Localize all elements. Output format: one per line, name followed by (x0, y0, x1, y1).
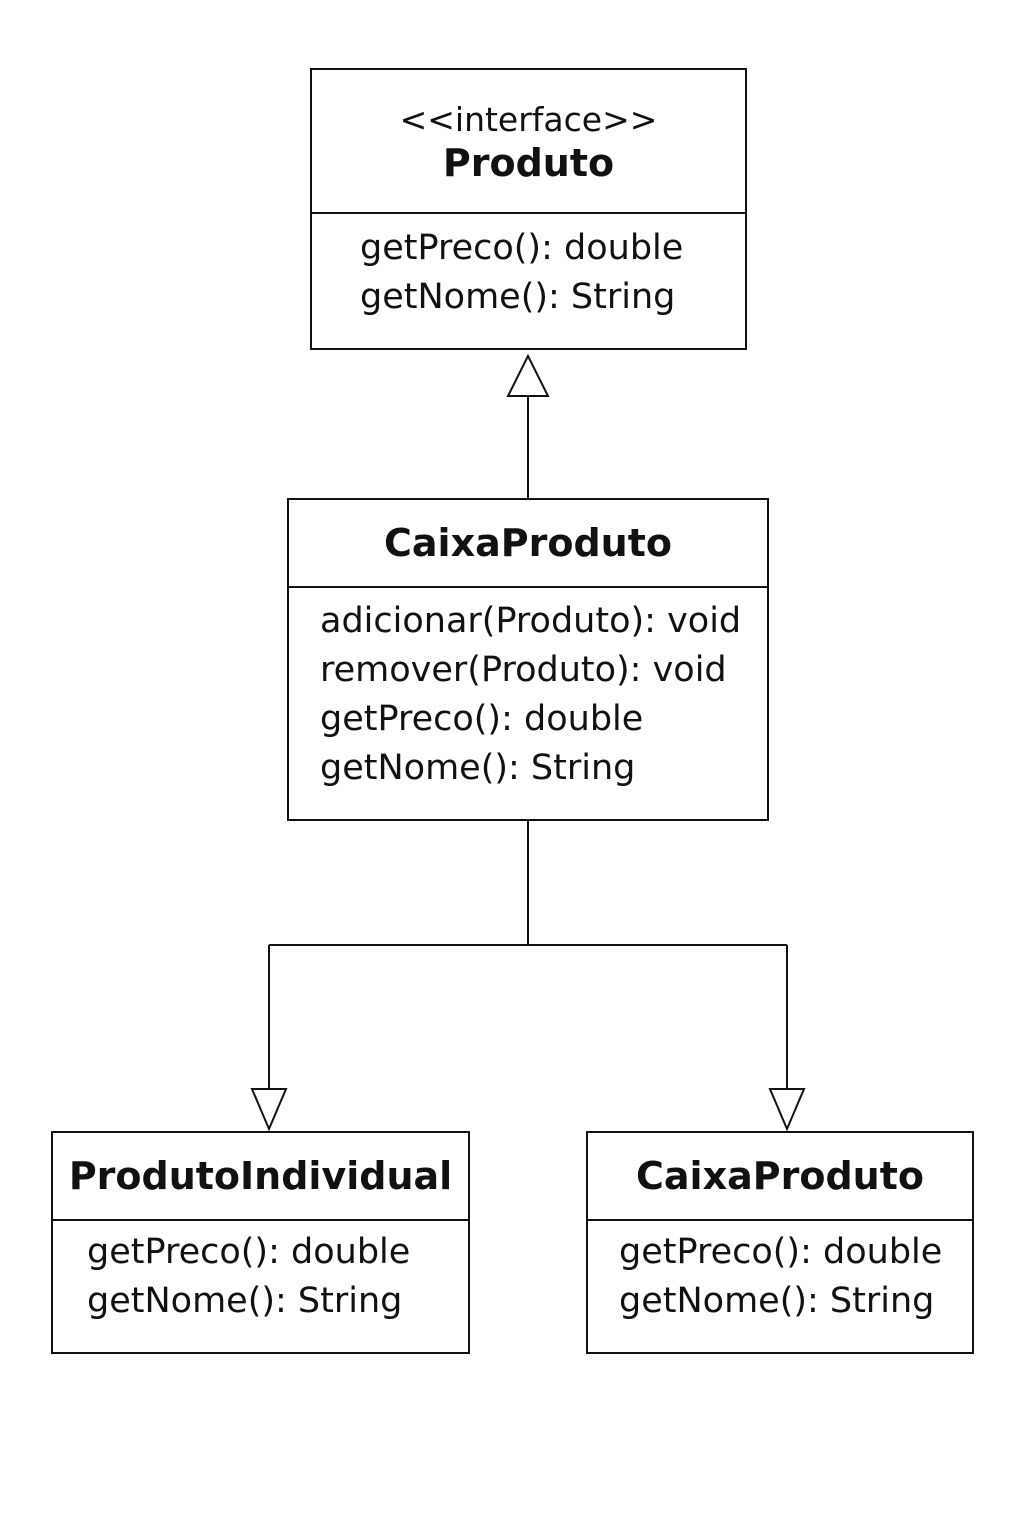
operation: getNome(): String (360, 277, 676, 317)
hollow-arrowhead-produto (506, 353, 550, 397)
hollow-arrowhead-individual (250, 1088, 288, 1132)
operation: remover(Produto): void (320, 650, 727, 690)
hollow-arrowhead-caixa-child (768, 1088, 806, 1132)
class-name: Produto (442, 141, 615, 185)
class-header: ProdutoIndividual (53, 1133, 468, 1221)
operation: adicionar(Produto): void (320, 601, 742, 641)
class-name: ProdutoIndividual (68, 1154, 453, 1198)
operation: getPreco(): double (619, 1232, 943, 1272)
class-caixa-produto: CaixaProduto adicionar(Produto): void re… (287, 498, 769, 821)
operations-list: getPreco(): double getNome(): String (312, 214, 745, 322)
operation: getPreco(): double (320, 699, 644, 739)
class-header: <<interface>> Produto (312, 70, 745, 214)
operations-list: getPreco(): double getNome(): String (588, 1221, 972, 1326)
stereotype-label: <<interface>> (399, 100, 658, 139)
class-name: CaixaProduto (636, 1154, 924, 1198)
operations-list: getPreco(): double getNome(): String (53, 1221, 468, 1326)
operation: getNome(): String (87, 1281, 403, 1321)
class-header: CaixaProduto (588, 1133, 972, 1221)
class-name: CaixaProduto (384, 521, 672, 565)
operation: getNome(): String (320, 748, 636, 788)
operations-list: adicionar(Produto): void remover(Produto… (289, 588, 767, 793)
class-produto-individual: ProdutoIndividual getPreco(): double get… (51, 1131, 470, 1354)
operation: getPreco(): double (360, 228, 684, 268)
class-caixa-produto-child: CaixaProduto getPreco(): double getNome(… (586, 1131, 974, 1354)
operation: getNome(): String (619, 1281, 935, 1321)
class-produto: <<interface>> Produto getPreco(): double… (310, 68, 747, 350)
operation: getPreco(): double (87, 1232, 411, 1272)
class-header: CaixaProduto (289, 500, 767, 588)
